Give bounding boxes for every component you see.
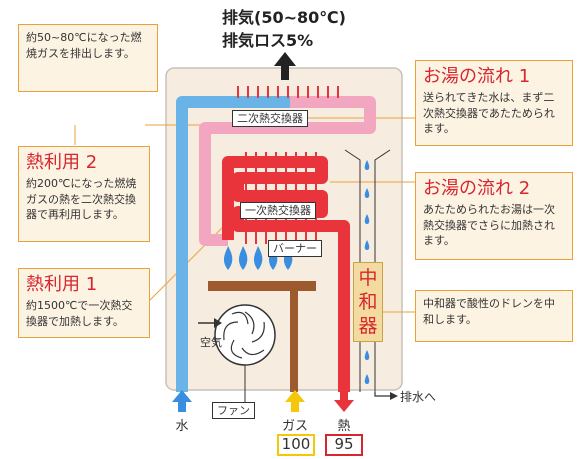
air-label: 空気 bbox=[200, 336, 222, 349]
note-water-flow-1-text: 送られてきた水は、まず二次熱交換器であたためられます。 bbox=[423, 90, 555, 136]
note-heat-use-2-title: 熱利用 2 bbox=[26, 152, 98, 173]
note-heat-use-2: 熱利用 2 約200℃になった燃焼ガスの熱を二次熱交換器で再利用します。 bbox=[18, 146, 150, 242]
note-water-flow-1: お湯の流れ 1 送られてきた水は、まず二次熱交換器であたためられます。 bbox=[415, 60, 573, 146]
gas-pipe bbox=[290, 291, 298, 392]
droplet-icon bbox=[364, 214, 370, 224]
exhaust-fins bbox=[237, 86, 339, 98]
note-heat-use-1-title: 熱利用 1 bbox=[26, 274, 98, 295]
note-exhaust-gas-text: 約50~80℃になった燃焼ガスを排出します。 bbox=[26, 31, 142, 60]
note-neutralizer-text: 中和器で酸性のドレンを中和します。 bbox=[423, 297, 555, 326]
flame-icon bbox=[238, 246, 248, 270]
water-arrow-icon bbox=[172, 390, 192, 412]
note-water-flow-2-text: あたためられたお湯は一次熱交換器でさらに加熱されます。 bbox=[423, 202, 555, 248]
drain-label: 排水へ bbox=[400, 390, 437, 404]
exhaust-heading: 排気(50~80℃) 排気ロス5% bbox=[222, 6, 392, 52]
water-label: 水 bbox=[175, 419, 189, 434]
note-heat-use-1-text: 約1500℃で一次熱交換器で加熱します。 bbox=[26, 298, 133, 328]
note-exhaust-gas: 約50~80℃になった燃焼ガスを排出します。 bbox=[18, 24, 158, 92]
gas-value-box: 100 bbox=[277, 434, 315, 456]
heat-value-box: 95 bbox=[325, 434, 363, 456]
note-water-flow-1-title: お湯の流れ 1 bbox=[423, 66, 531, 87]
note-water-flow-2-title: お湯の流れ 2 bbox=[423, 178, 531, 199]
droplet-icon bbox=[364, 188, 370, 198]
droplet-icon bbox=[364, 350, 370, 360]
exhaust-temp: 排気(50~80℃) bbox=[222, 8, 346, 27]
droplet-icon bbox=[364, 160, 370, 170]
flame-icon bbox=[253, 246, 263, 270]
note-heat-use-2-text: 約200℃になった燃焼ガスの熱を二次熱交換器で再利用します。 bbox=[26, 176, 137, 222]
fan-label: ファン bbox=[212, 402, 255, 420]
gas-arrow-icon bbox=[285, 390, 305, 412]
burner-bar bbox=[208, 281, 316, 291]
flame-icon bbox=[223, 246, 233, 270]
neutralizer-box: 中和器 bbox=[353, 262, 383, 342]
drain-arrow-icon bbox=[390, 392, 398, 400]
primary-fins bbox=[245, 152, 317, 244]
gas-label: ガス bbox=[281, 419, 308, 434]
heat-label: 熱 bbox=[337, 419, 351, 434]
droplet-icon bbox=[364, 374, 370, 384]
cold-water-pipe bbox=[176, 96, 290, 392]
droplet-icon bbox=[364, 240, 370, 250]
air-arrow-icon bbox=[214, 318, 222, 328]
secondary-exchanger-label: 二次熱交換器 bbox=[232, 110, 308, 128]
note-water-flow-2: お湯の流れ 2 あたためられたお湯は一次熱交換器でさらに加熱されます。 bbox=[415, 172, 573, 260]
secondary-water-loop bbox=[199, 96, 376, 246]
exhaust-arrow-shaft bbox=[281, 64, 289, 80]
exhaust-arrow-icon bbox=[274, 52, 296, 66]
primary-exchanger-label: 一次熱交換器 bbox=[240, 202, 316, 220]
neutralizer-label: 中和器 bbox=[358, 267, 378, 337]
heat-arrow-icon bbox=[334, 390, 354, 412]
burner-label: バーナー bbox=[268, 240, 322, 258]
exhaust-loss: 排気ロス5% bbox=[222, 31, 314, 51]
fan-icon bbox=[214, 304, 276, 402]
note-neutralizer: 中和器で酸性のドレンを中和します。 bbox=[415, 290, 573, 342]
drain-droplets bbox=[364, 160, 370, 384]
note-heat-use-1: 熱利用 1 約1500℃で一次熱交換器で加熱します。 bbox=[18, 268, 150, 338]
